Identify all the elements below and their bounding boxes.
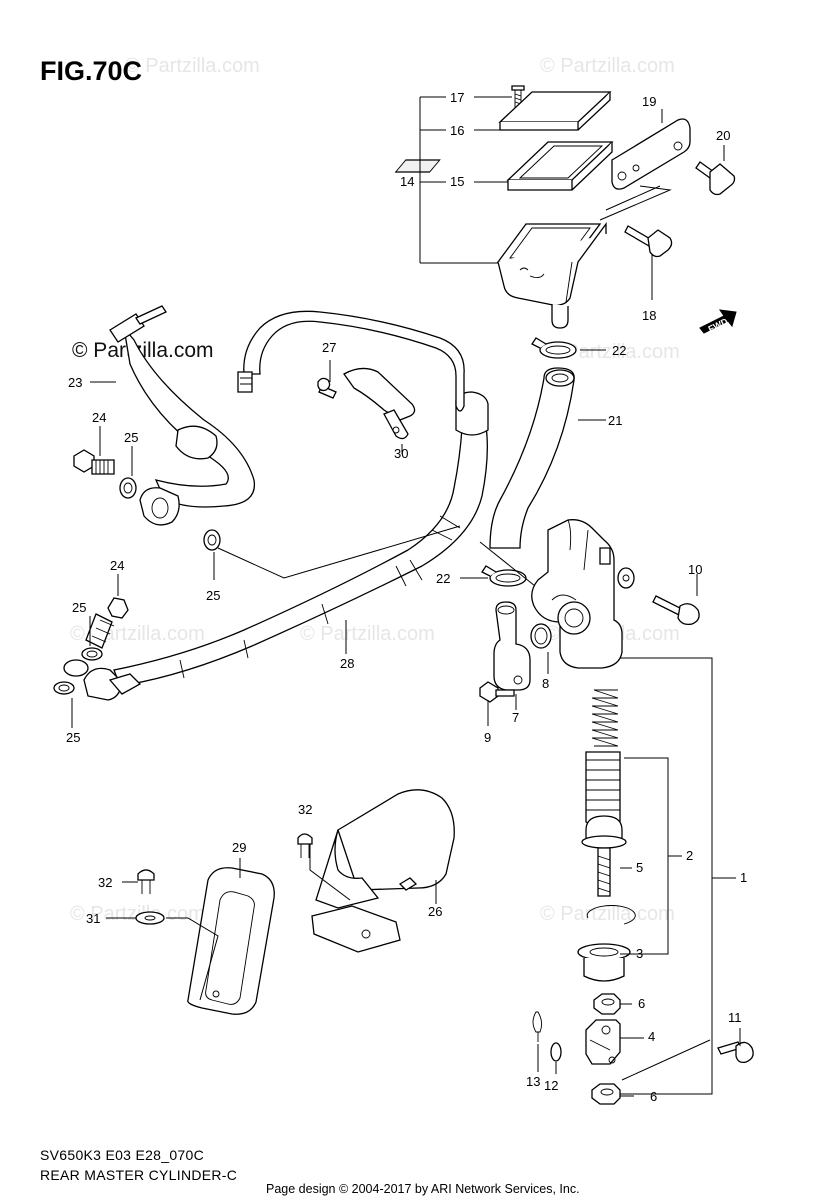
callout-29: 29: [232, 840, 246, 855]
snap-ring: [586, 905, 636, 925]
callout-28: 28: [340, 656, 354, 671]
union-7: [493, 601, 531, 691]
pin-11: [717, 1041, 754, 1064]
callout-11: 11: [728, 1010, 742, 1025]
diaphragm-15: [394, 141, 614, 191]
callout-24-upper: 24: [92, 410, 106, 425]
callout-31: 31: [86, 911, 100, 926]
callout-19: 19: [642, 94, 656, 109]
washer-25-c: [81, 647, 103, 661]
cover-29: [166, 858, 275, 1015]
callout-32-left: 32: [98, 875, 112, 890]
washer-31: [106, 911, 165, 925]
master-cylinder: [479, 519, 754, 1105]
fwd-arrow-icon: FWD: [699, 309, 737, 334]
nut-6-upper: [593, 993, 621, 1015]
watermark-main: © Partzilla.com: [72, 339, 214, 362]
figure-title: FIG.70C: [40, 56, 142, 86]
callout-25-a: 25: [124, 430, 138, 445]
callout-25-c: 25: [72, 600, 86, 615]
washer-25-d: [53, 681, 75, 695]
boot-3: [577, 943, 631, 982]
callout-1: 1: [740, 870, 747, 885]
callout-6-lower: 6: [650, 1089, 657, 1104]
callout-24-lower: 24: [110, 558, 124, 573]
callout-21: 21: [608, 413, 622, 428]
screw-17: [511, 85, 525, 108]
brake-hose-28: [113, 418, 488, 687]
callout-26: 26: [428, 904, 442, 919]
callout-22-lower: 22: [436, 571, 450, 586]
banjo-bolt-24-upper: [73, 449, 115, 475]
bolt-9: [479, 681, 515, 703]
reservoir-body-14: [496, 222, 607, 329]
banjo-upper: [139, 487, 180, 526]
callout-32-right: 32: [298, 802, 312, 817]
washer-25-a: [119, 477, 137, 499]
callout-25-b: 25: [206, 588, 220, 603]
cover-26: [309, 789, 455, 953]
callout-labels: 1 2 3 4 5 6 6 7 8 9 10 11 12 13 14 15 16…: [66, 90, 747, 1104]
watermark: © Partzilla.com: [70, 903, 205, 925]
callout-4: 4: [648, 1029, 655, 1044]
callout-5: 5: [636, 860, 643, 875]
push-rod-5: [581, 815, 627, 897]
callout-9: 9: [484, 730, 491, 745]
callout-22-upper: 22: [612, 343, 626, 358]
callout-25-d: 25: [66, 730, 80, 745]
brake-pipe-23: [243, 310, 465, 412]
callout-20: 20: [716, 128, 730, 143]
callout-23: 23: [68, 375, 82, 390]
callout-12: 12: [544, 1078, 558, 1093]
callout-10: 10: [688, 562, 702, 577]
callout-27: 27: [322, 340, 336, 355]
callout-6-upper: 6: [638, 996, 645, 1011]
washer-12: [550, 1042, 562, 1062]
watermark: © Partzilla.com: [540, 55, 675, 77]
callout-15: 15: [450, 174, 464, 189]
nut-6-lower: [591, 1083, 621, 1105]
model-code: SV650K3 E03 E28_070C: [40, 1147, 204, 1163]
washer-25-b: [203, 529, 221, 551]
callout-30: 30: [394, 446, 408, 461]
callout-18: 18: [642, 308, 656, 323]
clamp-22-top: [531, 337, 577, 359]
banjo-lower: [63, 659, 142, 701]
watermark: © Partzilla.com: [545, 341, 680, 363]
callout-16: 16: [450, 123, 464, 138]
reservoir-cap-16: [498, 91, 612, 123]
callout-8: 8: [542, 676, 549, 691]
bracket-19: [611, 118, 691, 190]
o-ring-8: [530, 623, 552, 649]
bolt-10: [652, 595, 700, 626]
brake-hose-assembly: [53, 305, 489, 728]
hose-21: [489, 367, 575, 549]
reservoir-assembly: FWD: [394, 85, 737, 334]
bolt-20: [695, 161, 736, 196]
section-name: REAR MASTER CYLINDER-C: [40, 1167, 237, 1183]
callout-14: 14: [400, 174, 414, 189]
hose-assembly: [460, 337, 606, 591]
screw-32-right: [297, 833, 313, 858]
hose-clamp-30: [317, 360, 416, 454]
banjo-bolt-24-lower: [85, 597, 129, 649]
screw-32-left: [122, 869, 155, 894]
spring-piston: [585, 689, 621, 828]
callout-3: 3: [636, 946, 643, 961]
callout-2: 2: [686, 848, 693, 863]
watermark: © Partzilla.com: [125, 55, 260, 77]
clamp-22-lower: [481, 565, 527, 587]
callout-13: 13: [526, 1074, 540, 1089]
watermark: © Partzilla.com: [300, 623, 435, 645]
copyright-credit: Page design © 2004-2017 by ARI Network S…: [266, 1182, 580, 1196]
pipe-fitting-23: [109, 305, 167, 343]
clevis-4: [585, 1019, 621, 1065]
watermark: © Partzilla.com: [540, 903, 675, 925]
callout-17: 17: [450, 90, 464, 105]
cotter-pin-13: [532, 1011, 543, 1042]
callout-7: 7: [512, 710, 519, 725]
bolt-18: [624, 225, 673, 258]
